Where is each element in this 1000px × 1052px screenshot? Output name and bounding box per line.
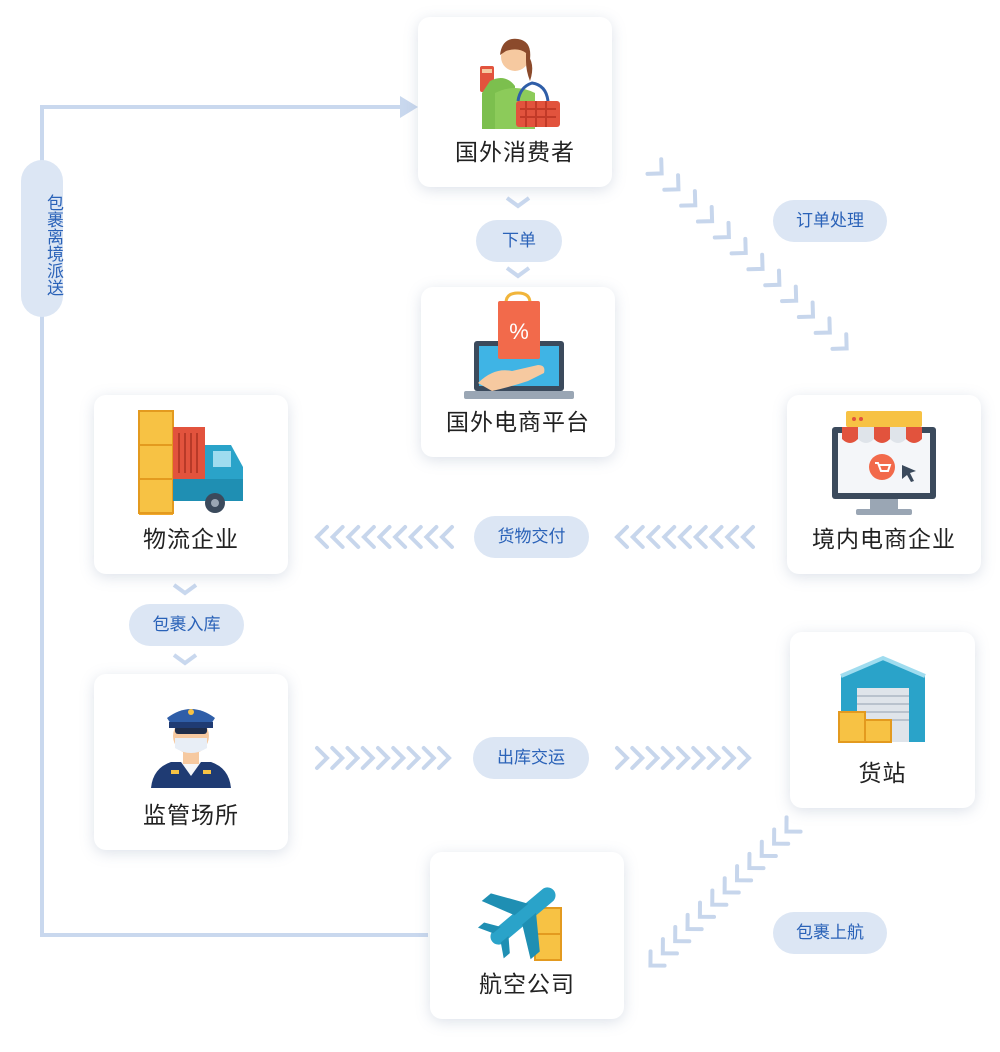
chevron-arrow-delivery-right bbox=[614, 525, 629, 549]
chevron-arrow-transport-right bbox=[660, 746, 676, 770]
chevron-arrow-boarding bbox=[648, 949, 667, 968]
node-label: 监管场所 bbox=[143, 803, 239, 829]
node-label: 国外消费者 bbox=[455, 140, 575, 166]
chevron-arrow-processing bbox=[662, 173, 681, 192]
chevron-arrow-delivery-left bbox=[314, 525, 329, 549]
chevron-down-icon bbox=[505, 266, 531, 279]
chevron-arrow-transport-left bbox=[391, 746, 407, 770]
chevron-arrow-transport-right bbox=[676, 746, 691, 770]
edge-label-delivery: 货物交付 bbox=[474, 516, 589, 558]
chevron-arrow-transport-left bbox=[360, 746, 376, 770]
chevron-arrow-transport-right bbox=[706, 746, 722, 770]
chevron-arrow-processing bbox=[830, 332, 849, 351]
chevron-arrow-boarding bbox=[747, 851, 766, 871]
edge-label-order: 下单 bbox=[476, 220, 562, 262]
airplane-icon bbox=[477, 887, 562, 961]
chevron-arrow-processing bbox=[645, 157, 664, 176]
chevron-arrow-processing bbox=[796, 300, 816, 320]
chevron-arrow-delivery-left bbox=[392, 525, 408, 549]
node-label: 国外电商平台 bbox=[446, 410, 590, 436]
node-label: 境内电商企业 bbox=[812, 527, 956, 553]
chevron-arrow-delivery-right bbox=[629, 525, 645, 549]
chevron-arrow-boarding bbox=[784, 815, 803, 834]
officer-icon bbox=[151, 709, 231, 788]
chevron-arrow-delivery-right bbox=[724, 525, 740, 549]
online-store-icon bbox=[832, 411, 936, 515]
chevron-arrow-boarding bbox=[697, 900, 717, 919]
chevron-arrow-boarding bbox=[759, 839, 778, 858]
chevron-arrow-transport-right bbox=[615, 746, 630, 770]
chevron-arrow-processing bbox=[763, 268, 782, 288]
chevron-arrow-transport-left bbox=[376, 746, 391, 770]
chevron-arrow-transport-left bbox=[315, 746, 330, 770]
node-cargo: 货站 bbox=[790, 632, 975, 808]
svg-text:%: % bbox=[509, 319, 529, 344]
chevron-arrow-transport-left bbox=[406, 746, 422, 770]
edge-label-boarding: 包裹上航 bbox=[773, 912, 887, 954]
chevron-arrow-boarding bbox=[660, 937, 679, 956]
chevron-arrow-delivery-left bbox=[361, 525, 376, 549]
node-label: 航空公司 bbox=[479, 972, 575, 998]
chevron-arrow-boarding bbox=[710, 888, 729, 907]
chevron-arrow-delivery-right bbox=[645, 525, 661, 549]
chevron-arrow-delivery-right bbox=[708, 525, 724, 549]
chevron-arrow-delivery-right bbox=[692, 525, 708, 549]
chevron-arrow-processing bbox=[813, 316, 832, 335]
chevron-arrow-delivery-left bbox=[439, 525, 454, 549]
return-path-line bbox=[40, 105, 428, 937]
chevron-down-icon bbox=[172, 653, 198, 666]
warehouse-icon bbox=[837, 655, 926, 743]
chevron-arrow-transport-right bbox=[737, 746, 752, 770]
chevron-arrow-transport-left bbox=[421, 746, 437, 770]
chevron-arrow-delivery-left bbox=[423, 525, 439, 549]
chevron-arrow-delivery-left bbox=[329, 525, 345, 549]
chevron-arrow-delivery-left bbox=[407, 525, 423, 549]
chevron-arrow-transport-right bbox=[645, 746, 661, 770]
chevron-arrow-boarding bbox=[722, 876, 741, 895]
chevron-arrow-processing bbox=[679, 189, 698, 208]
chevron-arrow-boarding bbox=[772, 827, 791, 846]
node-airline: 航空公司 bbox=[430, 852, 624, 1019]
chevron-arrow-transport-right bbox=[691, 746, 707, 770]
chevron-arrow-processing bbox=[695, 205, 715, 224]
node-logistics: 物流企业 bbox=[94, 395, 288, 574]
chevron-arrow-delivery-left bbox=[345, 525, 361, 549]
chevron-arrow-boarding bbox=[685, 912, 704, 932]
node-customs: 监管场所 bbox=[94, 674, 288, 850]
edge-label-warehousing: 包裹入库 bbox=[129, 604, 244, 646]
chevron-down-icon bbox=[505, 196, 531, 209]
edge-label-dispatch: 包裹离境派送 bbox=[21, 160, 63, 317]
node-platform: % 国外电商平台 bbox=[421, 287, 615, 457]
chevron-arrow-boarding bbox=[673, 925, 692, 944]
chevron-arrow-delivery-right bbox=[740, 525, 755, 549]
chevron-arrow-delivery-right bbox=[677, 525, 692, 549]
chevron-arrow-transport-left bbox=[437, 746, 452, 770]
chevron-arrow-processing bbox=[780, 284, 799, 304]
chevron-arrow-delivery-right bbox=[661, 525, 677, 549]
chevron-arrow-transport-right bbox=[630, 746, 646, 770]
laptop-shopping-icon: % bbox=[464, 291, 574, 399]
chevron-arrow-processing bbox=[746, 252, 765, 272]
node-domestic: 境内电商企业 bbox=[787, 395, 981, 574]
chevron-arrow-transport-left bbox=[345, 746, 361, 770]
node-label: 物流企业 bbox=[143, 527, 239, 553]
shopper-icon bbox=[480, 38, 560, 129]
edge-label-processing: 订单处理 bbox=[773, 200, 887, 242]
truck-icon bbox=[138, 410, 243, 515]
chevron-arrow-processing bbox=[712, 220, 731, 240]
chevron-down-icon bbox=[172, 583, 198, 596]
chevron-arrow-transport-left bbox=[330, 746, 346, 770]
chevron-arrow-transport-right bbox=[721, 746, 737, 770]
node-label: 货站 bbox=[858, 761, 907, 787]
chevron-arrow-boarding bbox=[734, 864, 754, 883]
chevron-arrow-delivery-left bbox=[376, 525, 392, 549]
edge-label-transport: 出库交运 bbox=[473, 737, 589, 779]
return-arrowhead bbox=[400, 96, 418, 118]
chevron-arrow-processing bbox=[729, 236, 748, 256]
node-consumer: 国外消费者 bbox=[418, 17, 612, 187]
